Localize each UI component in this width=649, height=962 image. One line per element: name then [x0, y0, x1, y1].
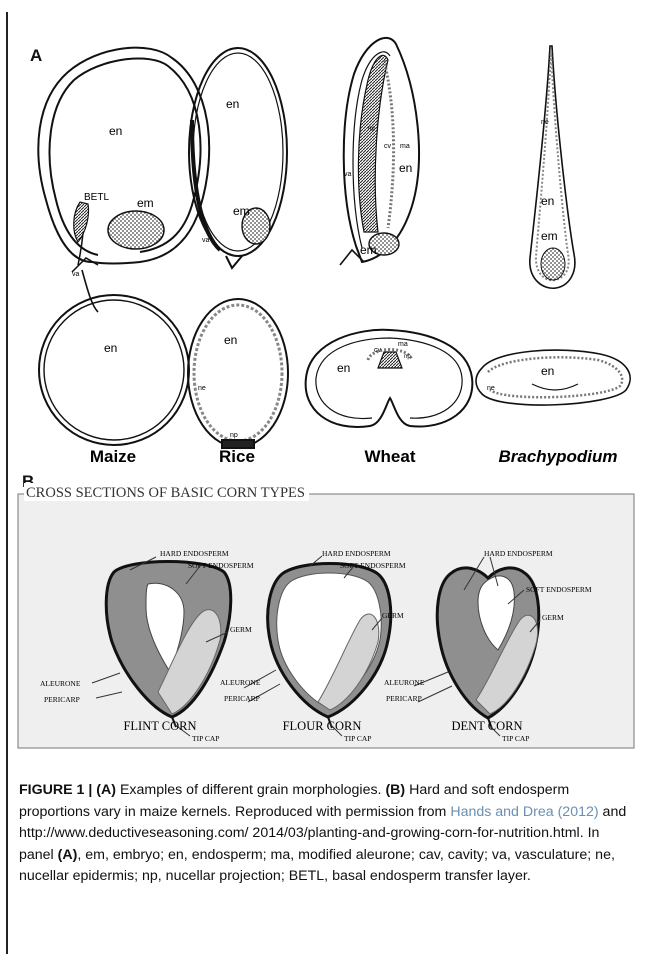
grain-name-rice: Rice — [219, 447, 255, 466]
flint-tipcap-label: TIP CAP — [192, 734, 219, 743]
wheat-cv-label: cv — [384, 143, 392, 150]
maize-cross-section — [39, 295, 189, 445]
rice-cross-section — [188, 299, 288, 448]
flint-soft-label: SOFT ENDOSPERM — [188, 561, 254, 570]
wheat-np-label: np — [368, 126, 375, 132]
maize-en-label: en — [109, 124, 122, 138]
maize-longitudinal — [38, 48, 209, 312]
brachy-ne-label: ne — [541, 119, 549, 126]
figure-caption: FIGURE 1 | (A) Examples of different gra… — [19, 780, 633, 888]
kernel-name-flour: FLOUR CORN — [283, 719, 362, 733]
rice-longitudinal — [189, 48, 287, 268]
wheat-longitudinal — [340, 38, 419, 265]
maize-va-label: va — [72, 271, 80, 278]
flour-pericarp-label: PERICARP — [224, 694, 260, 703]
rice-cross-ne-label: ne — [198, 385, 206, 392]
wheat-cross-cv-label: cv — [374, 347, 382, 354]
wheat-va-label: va — [344, 171, 352, 178]
caption-a-tag: (A) — [96, 782, 116, 798]
caption-a-tag-2: (A) — [58, 847, 78, 863]
caption-reference-link[interactable]: Hands and Drea (2012) — [450, 804, 598, 820]
panel-b-header: CROSS SECTIONS OF BASIC CORN TYPES — [26, 485, 305, 501]
wheat-en-label: en — [399, 161, 412, 175]
dent-tipcap-label: TIP CAP — [502, 734, 529, 743]
brachy-cross-ne-label: ne — [487, 385, 495, 392]
caption-seg4: , em, embryo; en, endosperm; ma, modifie… — [19, 847, 615, 885]
panel-a-diagram: en BETL em va en en em va en ne np — [0, 0, 649, 470]
rice-va-label: va — [202, 237, 210, 244]
brachy-en-label: en — [541, 194, 554, 208]
kernel-name-dent: DENT CORN — [452, 719, 523, 733]
kernel-name-flint: FLINT CORN — [123, 719, 196, 733]
grain-name-brachypodium: Brachypodium — [498, 447, 617, 466]
caption-seg1: Examples of different grain morphologies… — [116, 782, 385, 798]
flint-aleurone-label: ALEURONE — [40, 679, 81, 688]
wheat-cross-ma-label: ma — [398, 341, 408, 348]
maize-cross-en-label: en — [104, 341, 117, 355]
dent-aleurone-label: ALEURONE — [384, 678, 425, 687]
flour-tipcap-label: TIP CAP — [344, 734, 371, 743]
flour-hard-label: HARD ENDOSPERM — [322, 549, 391, 558]
rice-cross-en-label: en — [224, 333, 237, 347]
wheat-cross-np-label: np — [404, 354, 411, 360]
brachy-em-label: em — [541, 229, 558, 243]
caption-b-tag: (B) — [385, 782, 405, 798]
dent-germ-label: GERM — [542, 613, 564, 622]
wheat-cross-section — [306, 330, 473, 427]
wheat-ma-label: ma — [400, 143, 410, 150]
flint-germ-label: GERM — [230, 625, 252, 634]
flint-pericarp-label: PERICARP — [44, 695, 80, 704]
wheat-cross-en-label: en — [337, 361, 350, 375]
dent-pericarp-label: PERICARP — [386, 694, 422, 703]
caption-figure-label: FIGURE 1 | — [19, 782, 96, 798]
dent-soft-label: SOFT ENDOSPERM — [526, 585, 592, 594]
flint-hard-label: HARD ENDOSPERM — [160, 549, 229, 558]
brachy-cross-en-label: en — [541, 364, 554, 378]
rice-em-label: em — [233, 204, 250, 218]
grain-name-wheat: Wheat — [365, 447, 416, 466]
rice-en-label: en — [226, 97, 239, 111]
brachypodium-longitudinal — [530, 46, 575, 288]
dent-hard-label: HARD ENDOSPERM — [484, 549, 553, 558]
maize-betl-label: BETL — [84, 192, 109, 203]
maize-em-label: em — [137, 196, 154, 210]
wheat-em-label: em — [360, 243, 377, 257]
rice-cross-np-label: np — [230, 432, 238, 439]
flour-soft-label: SOFT ENDOSPERM — [340, 561, 406, 570]
flour-germ-label: GERM — [382, 611, 404, 620]
panel-b-diagram: CROSS SECTIONS OF BASIC CORN TYPES HARD … — [0, 480, 649, 750]
grain-name-maize: Maize — [90, 447, 136, 466]
flour-aleurone-label: ALEURONE — [220, 678, 261, 687]
